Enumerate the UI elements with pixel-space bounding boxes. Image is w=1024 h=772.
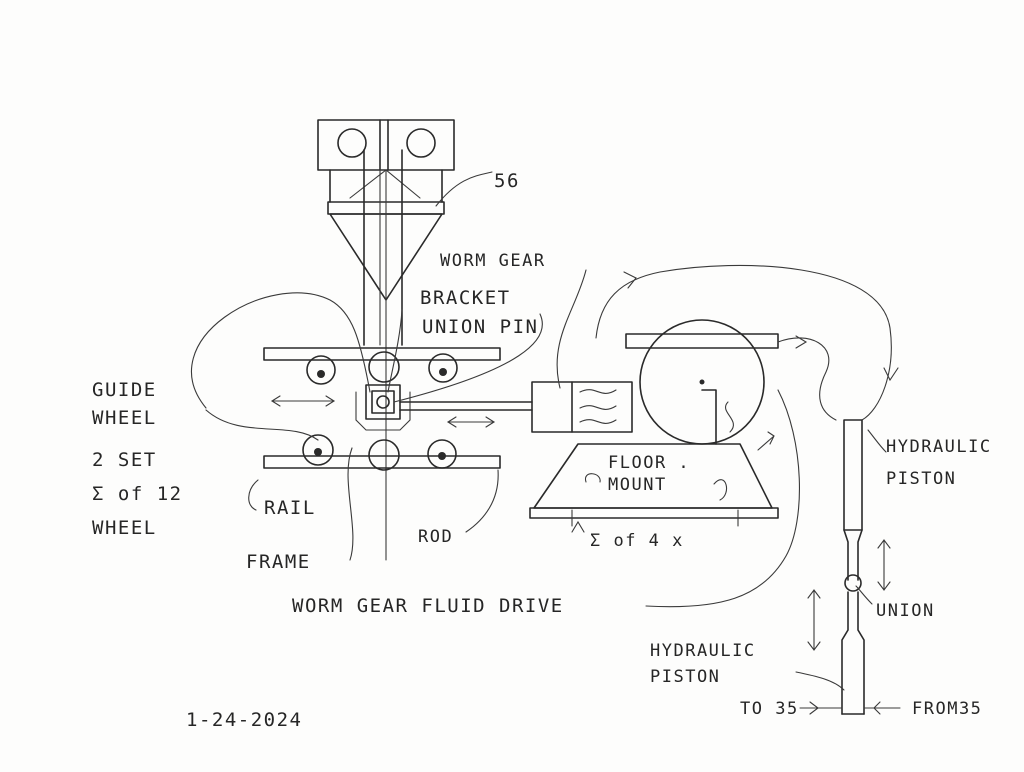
hydraulic-piston-assembly — [799, 419, 901, 715]
fluid-lines — [595, 264, 899, 608]
guide-wheel — [368, 351, 400, 383]
guide-wheel — [302, 434, 334, 466]
floor-mount-label-line2: MOUNT — [608, 475, 667, 495]
gear-top-bar — [625, 333, 779, 349]
worm-gear-drive — [529, 319, 779, 533]
floor-plate — [529, 507, 779, 519]
lower-rail — [263, 455, 501, 469]
lower-piston-label-line2: PISTON — [650, 667, 720, 687]
upper-piston-label-line2: PISTON — [886, 469, 956, 489]
wheel-set-label-line1: 2 SET — [92, 449, 157, 471]
guide-wheel — [368, 439, 400, 471]
guide-wheel — [427, 439, 457, 469]
part-56-label: 56 — [494, 170, 520, 192]
upper-piston-label-line1: HYDRAULIC — [886, 437, 992, 457]
date-label: 1-24-2024 — [186, 709, 302, 731]
upper-hydraulic-piston — [843, 419, 863, 531]
guide-wheel-label-line2: WHEEL — [92, 407, 157, 429]
top-left-pulley — [337, 128, 367, 158]
guide-wheel — [428, 353, 458, 383]
rail-wheel-assembly — [263, 347, 533, 471]
union-pin — [376, 395, 390, 409]
guide-wheel-label-line1: GUIDE — [92, 379, 157, 401]
to-35-label: TO 35 — [740, 699, 799, 719]
union-label: UNION — [876, 601, 935, 621]
bracket-label: BRACKET — [420, 287, 511, 309]
top-pulley-assembly — [317, 119, 493, 561]
top-right-pulley — [406, 128, 436, 158]
worm-gear-housing — [531, 381, 633, 433]
wheel-set-label-line2: Σ of 12 — [92, 483, 183, 505]
from-35-label: FROM35 — [912, 699, 982, 719]
guide-wheel — [306, 355, 336, 385]
upper-rail — [263, 347, 501, 361]
frame-label: FRAME — [246, 551, 311, 573]
worm-gear-label: WORM GEAR — [440, 251, 546, 271]
floor-mount-label-line1: FLOOR . — [608, 453, 690, 473]
rod-label: ROD — [418, 527, 453, 547]
union-pin-label: UNION PIN — [422, 316, 538, 338]
union-joint — [844, 574, 862, 592]
rail-label: RAIL — [264, 497, 316, 519]
leader-lines — [191, 269, 887, 691]
fluid-drive-label: WORM GEAR FLUID DRIVE — [292, 595, 564, 617]
wheel-set-label-line3: WHEEL — [92, 517, 157, 539]
lower-piston-label-line1: HYDRAULIC — [650, 641, 756, 661]
floor-mount-count-label: Σ of 4 x — [590, 531, 684, 551]
